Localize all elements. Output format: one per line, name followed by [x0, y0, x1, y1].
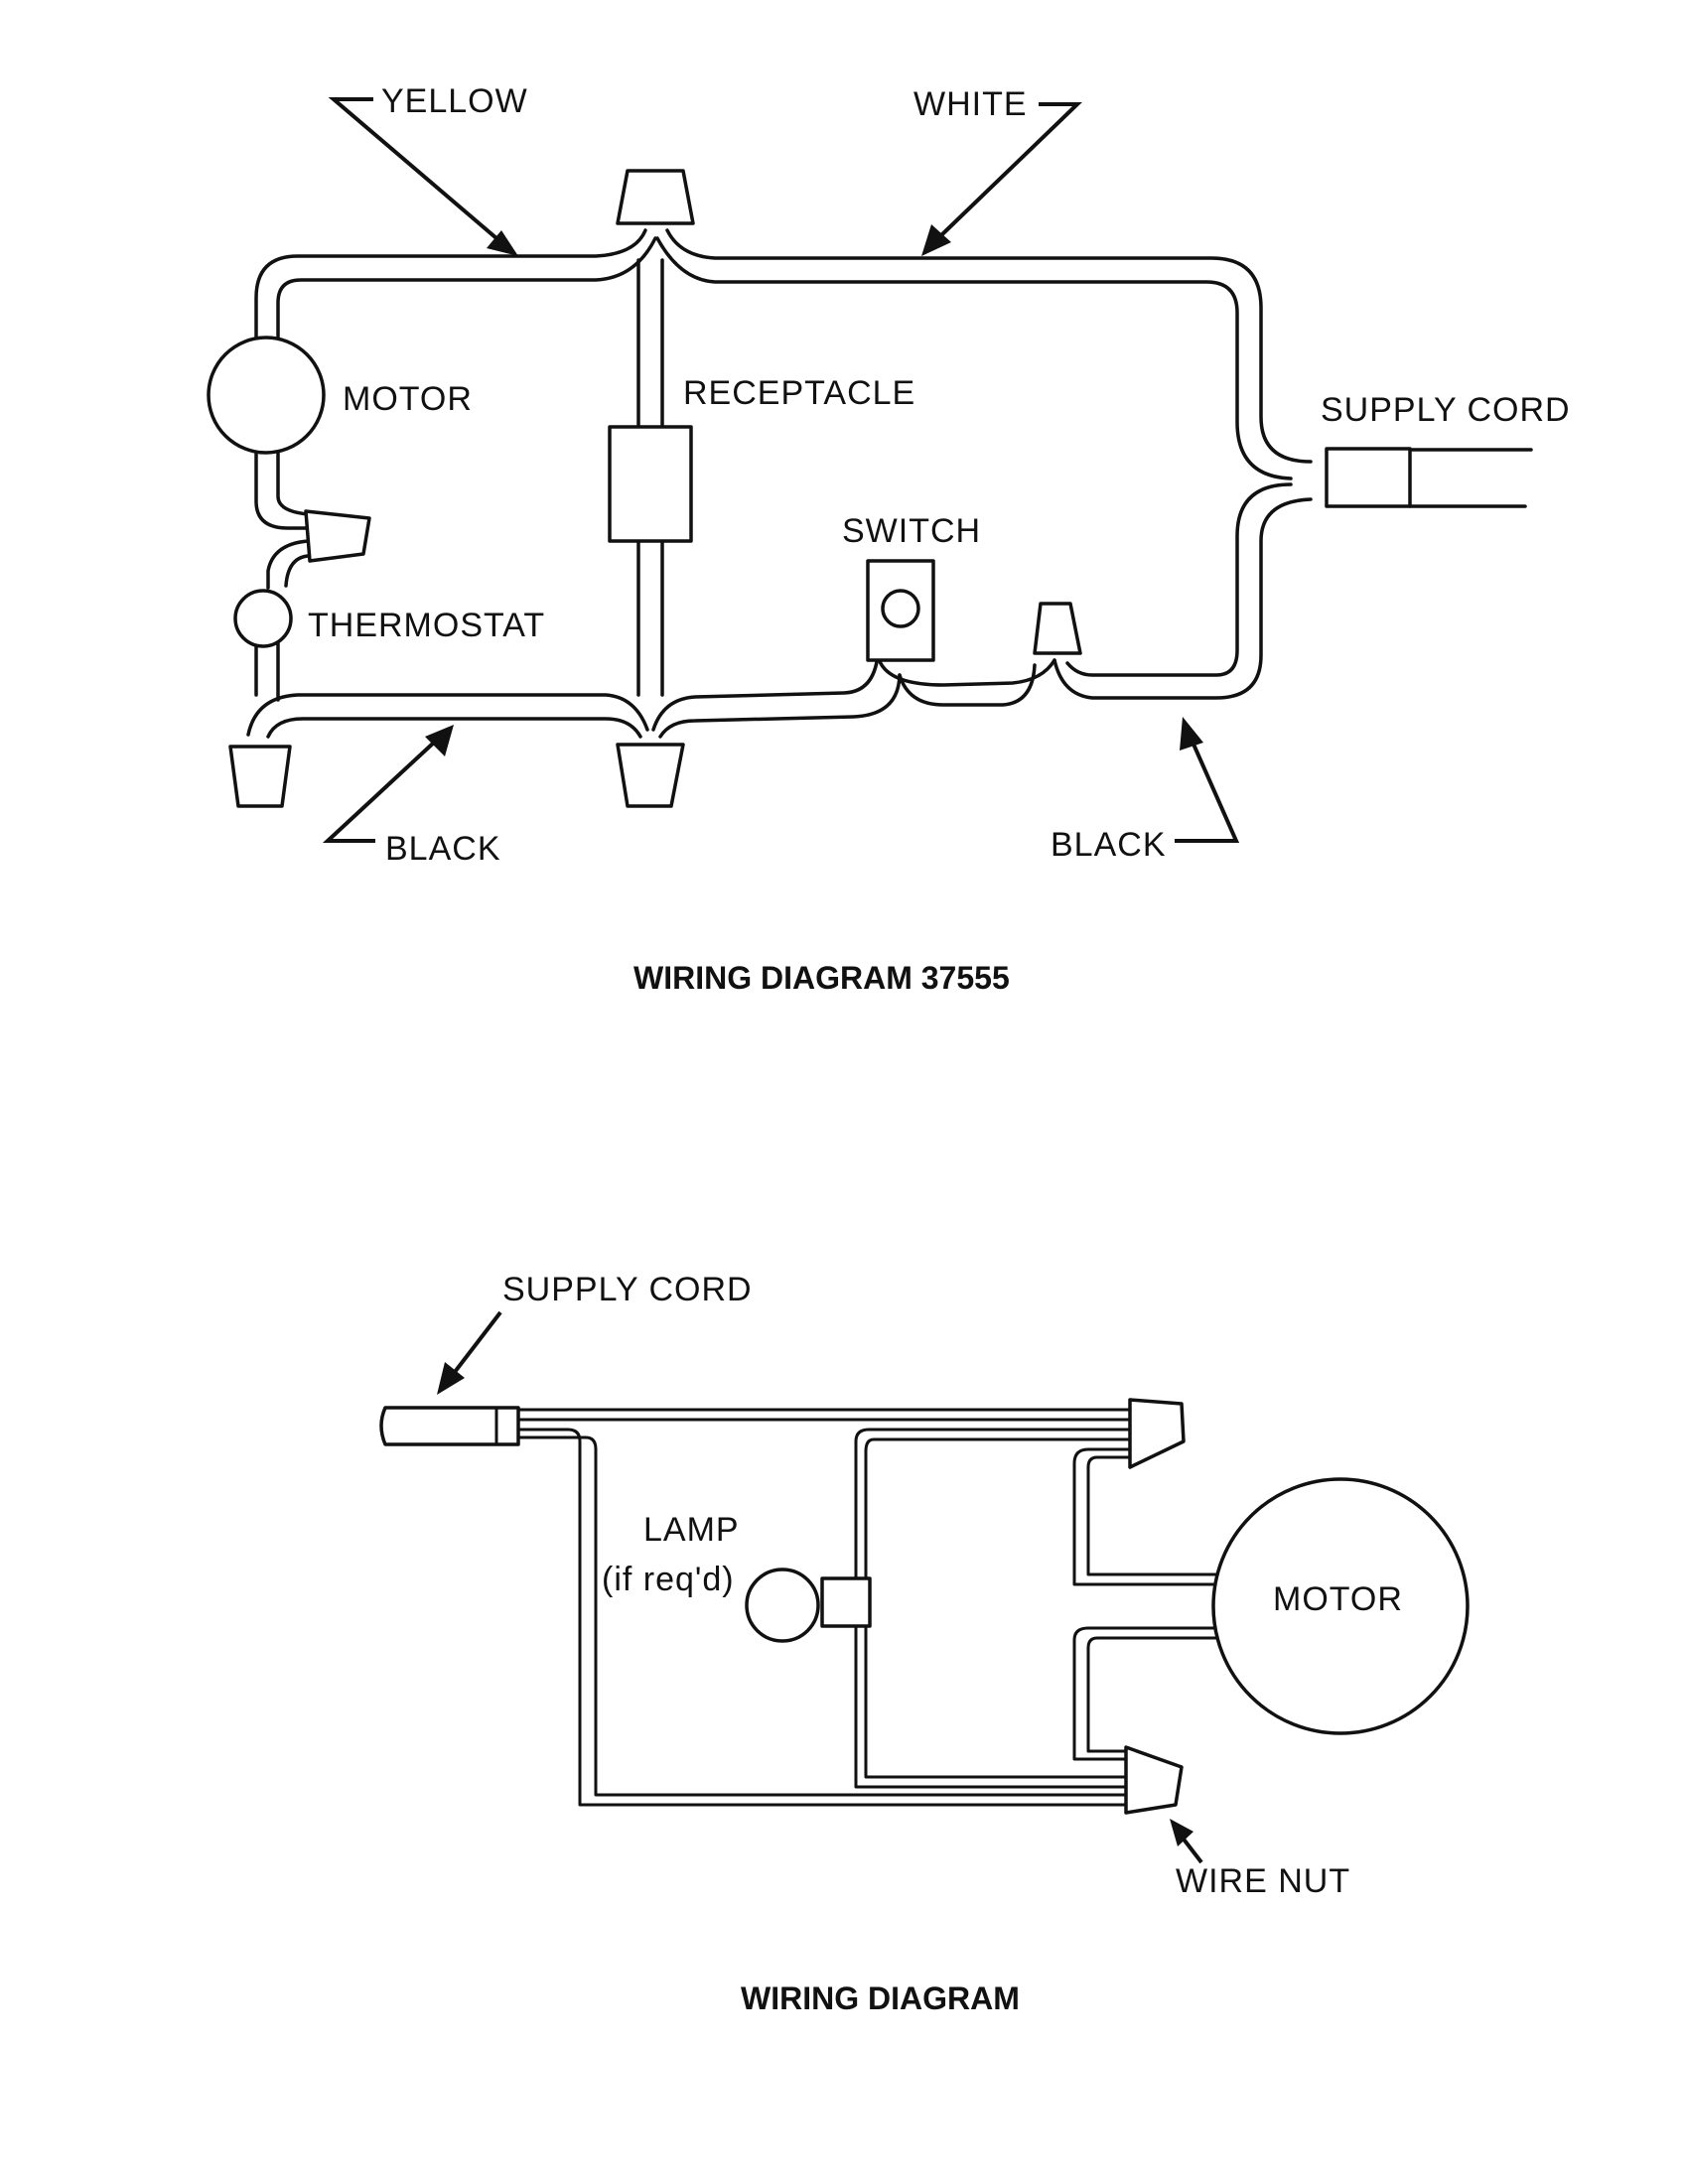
wire-nut-thermostat	[304, 509, 371, 563]
wire-nut-bottom	[1124, 1745, 1184, 1815]
label-lamp: LAMP	[643, 1511, 740, 1549]
wire-nut-switch	[1033, 602, 1082, 655]
lamp-socket	[820, 1576, 872, 1628]
arrow-white	[921, 102, 1082, 256]
arrow-black-left	[322, 725, 454, 843]
label-supply-cord: SUPPLY CORD	[1321, 391, 1571, 429]
thermostat-symbol	[233, 589, 293, 648]
label-switch: SWITCH	[842, 512, 981, 550]
supply-cord-plug	[1325, 447, 1412, 508]
label-black-left: BLACK	[385, 830, 501, 868]
arrow-yellow	[328, 97, 518, 256]
arrow-black-right	[1175, 717, 1240, 843]
label-supply-cord-bottom: SUPPLY CORD	[502, 1271, 753, 1308]
wiring-diagram-37555: YELLOW WHITE MOTOR RECEPTACLE SUPPLY COR…	[207, 82, 1571, 996]
motor-symbol	[207, 336, 326, 455]
lamp-symbol	[745, 1568, 820, 1643]
label-thermostat: THERMOSTAT	[308, 607, 545, 644]
bottom-wire	[246, 482, 1313, 739]
wiring-diagram-lamp: SUPPLY CORD LAMP (if req'd) MOTOR WIRE N…	[379, 1271, 1470, 2016]
receptacle-wire	[636, 258, 664, 697]
label-motor: MOTOR	[343, 380, 473, 418]
label-yellow: YELLOW	[381, 82, 528, 120]
bottom-main-wires	[518, 1408, 1223, 1807]
label-receptacle: RECEPTACLE	[683, 374, 915, 412]
wire-nut-bottom-mid	[616, 743, 685, 808]
top-wire	[254, 228, 1313, 480]
label-black-right: BLACK	[1051, 826, 1167, 864]
wire-nut-top-bottom	[1128, 1398, 1186, 1469]
motor-thermostat-wire	[254, 450, 310, 702]
label-lamp-note: (if req'd)	[602, 1561, 735, 1598]
label-wire-nut: WIRE NUT	[1176, 1862, 1350, 1900]
receptacle-symbol	[608, 425, 693, 543]
arrow-supply-cord	[437, 1310, 502, 1395]
arrow-wire-nut	[1170, 1819, 1203, 1864]
label-motor-bottom: MOTOR	[1273, 1580, 1403, 1618]
switch-button	[881, 589, 920, 628]
label-white: WHITE	[913, 85, 1028, 123]
caption-top: WIRING DIAGRAM 37555	[633, 960, 1010, 996]
wire-nut-bottom-left	[228, 745, 292, 808]
caption-bottom: WIRING DIAGRAM	[741, 1980, 1020, 2016]
wire-nut-top	[616, 169, 695, 225]
motor-symbol-bottom	[1211, 1477, 1470, 1735]
